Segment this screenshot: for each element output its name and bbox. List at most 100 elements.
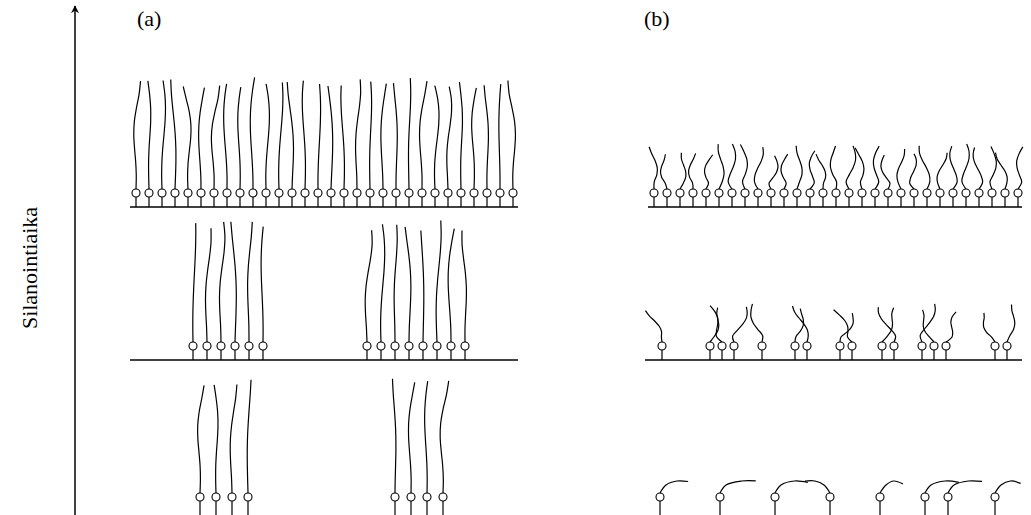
silane-head xyxy=(845,189,853,197)
anchor-stem xyxy=(247,501,248,515)
silane-head xyxy=(212,493,220,501)
alkyl-chain xyxy=(472,88,477,189)
alkyl-chain xyxy=(881,155,890,189)
anchor-stem xyxy=(721,350,722,360)
anchor-stem xyxy=(366,350,367,360)
alkyl-chain xyxy=(816,154,826,189)
alkyl-chain xyxy=(341,86,345,189)
silane-head xyxy=(275,189,283,197)
anchor-stem xyxy=(382,197,383,207)
silane-head xyxy=(718,342,726,350)
alkyl-chain xyxy=(805,481,830,493)
silane-head xyxy=(803,342,811,350)
alkyl-chain xyxy=(920,304,935,342)
alkyl-chain xyxy=(224,84,227,189)
anchor-stem xyxy=(794,350,795,360)
silane-head xyxy=(405,189,413,197)
anchor-stem xyxy=(1017,197,1018,207)
anchor-stem xyxy=(731,197,732,207)
alkyl-chain xyxy=(878,307,895,342)
anchor-stem xyxy=(369,197,370,207)
silane-head xyxy=(910,189,918,197)
substrate-line xyxy=(130,359,518,361)
panel-label: (a) xyxy=(137,8,161,30)
anchor-stem xyxy=(679,197,680,207)
anchor-stem xyxy=(744,197,745,207)
alkyl-chain xyxy=(448,229,454,342)
silane-head xyxy=(407,493,415,501)
alkyl-chain xyxy=(199,88,205,189)
anchor-stem xyxy=(947,501,948,515)
silane-head xyxy=(741,189,749,197)
alkyl-chain xyxy=(923,310,934,342)
alkyl-chain xyxy=(499,84,501,189)
alkyl-chain xyxy=(392,379,395,493)
alkyl-chain xyxy=(710,306,722,342)
anchor-stem xyxy=(234,350,235,360)
anchor-stem xyxy=(718,197,719,207)
alkyl-chain xyxy=(846,146,856,189)
anchor-stem xyxy=(851,350,852,360)
alkyl-chain xyxy=(247,380,251,493)
anchor-stem xyxy=(705,197,706,207)
anchor-stem xyxy=(952,197,953,207)
silane-head xyxy=(244,493,252,501)
anchor-stem xyxy=(447,197,448,207)
silane-head xyxy=(832,189,840,197)
alkyl-chain xyxy=(689,153,696,189)
silane-head xyxy=(145,189,153,197)
silane-head xyxy=(991,493,999,501)
alkyl-chain xyxy=(205,228,211,342)
alkyl-chain xyxy=(420,81,427,189)
alkyl-chain xyxy=(1007,305,1015,342)
anchor-stem xyxy=(770,197,771,207)
anchor-stem xyxy=(317,197,318,207)
alkyl-chain xyxy=(394,225,397,342)
alkyl-chain xyxy=(792,306,808,342)
silane-head xyxy=(249,189,257,197)
alkyl-chain xyxy=(266,84,270,189)
alkyl-chain xyxy=(925,481,959,493)
alkyl-chain xyxy=(365,230,372,342)
anchor-stem xyxy=(356,197,357,207)
anchor-stem xyxy=(796,197,797,207)
anchor-stem xyxy=(887,197,888,207)
silane-head xyxy=(223,189,231,197)
anchor-stem xyxy=(252,197,253,207)
anchor-stem xyxy=(809,197,810,207)
silane-head xyxy=(184,189,192,197)
anchor-stem xyxy=(994,501,995,515)
anchor-stem xyxy=(874,197,875,207)
alkyl-chain xyxy=(302,81,305,189)
alkyl-chain xyxy=(250,77,254,189)
anchor-stem xyxy=(926,197,927,207)
silane-head xyxy=(876,493,884,501)
anchor-stem xyxy=(499,197,500,207)
silane-head xyxy=(758,342,766,350)
anchor-stem xyxy=(512,197,513,207)
anchor-stem xyxy=(774,501,775,515)
alkyl-chain xyxy=(393,83,397,189)
silane-head xyxy=(301,189,309,197)
alkyl-chain xyxy=(405,227,411,342)
anchor-stem xyxy=(135,197,136,207)
alkyl-chain xyxy=(796,146,802,189)
anchor-stem xyxy=(464,350,465,360)
alkyl-chain xyxy=(754,147,763,189)
alkyl-chain xyxy=(381,84,386,189)
silane-head xyxy=(730,342,738,350)
alkyl-chain xyxy=(1017,147,1023,189)
alkyl-chain xyxy=(880,481,903,493)
anchor-stem xyxy=(187,197,188,207)
silane-head xyxy=(217,342,225,350)
anchor-stem xyxy=(215,501,216,515)
silane-head xyxy=(942,342,950,350)
silane-head xyxy=(314,189,322,197)
anchor-stem xyxy=(248,350,249,360)
silane-head xyxy=(203,342,211,350)
anchor-stem xyxy=(410,501,411,515)
silane-head xyxy=(771,493,779,501)
silane-head xyxy=(826,493,834,501)
alkyl-chain xyxy=(408,78,410,189)
